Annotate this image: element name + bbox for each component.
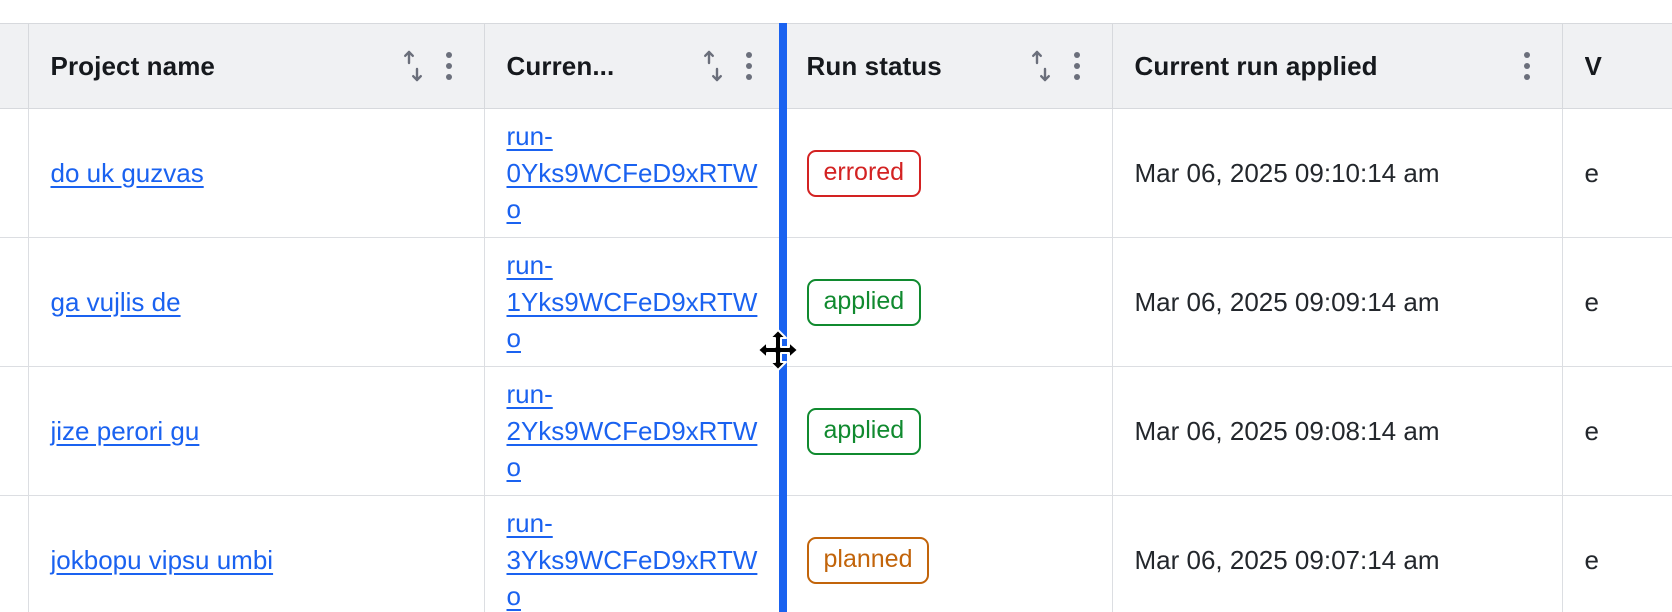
kebab-dot [1523,74,1530,80]
cell-clipped: e [1562,366,1672,496]
project-name-link[interactable]: jokbopu vipsu umbi [50,544,274,575]
kebab-dot [1073,63,1080,69]
kebab-dot [445,52,452,58]
column-header-label-run-status: Run status [806,50,942,81]
current-run-applied-text: Mar 06, 2025 09:08:14 am [1134,415,1440,446]
kebab-dot [445,74,452,80]
column-header-project-name[interactable]: Project name [28,23,485,109]
kebab-dot [1073,52,1080,58]
projects-table: Project name [0,23,1672,612]
cell-run-status: errored [784,108,1113,238]
clipped-cell-text: e [1584,286,1599,317]
status-badge: applied [806,278,922,326]
column-header-label-current-run-applied: Current run applied [1134,50,1378,81]
cell-project-name: jize perori gu [28,366,485,496]
cell-run-status: planned [784,495,1113,612]
kebab-menu-icon[interactable] [436,49,462,83]
status-badge: applied [806,407,922,455]
row-gutter-cell [0,366,29,496]
cell-current-run: run-2Yks9WCFeD9xRTWo [484,366,785,496]
sort-icon[interactable] [1028,49,1054,83]
current-run-link[interactable]: run-1Yks9WCFeD9xRTWo [506,249,758,354]
table-row: ga vujlis de run-1Yks9WCFeD9xRTWo applie… [0,237,1672,367]
kebab-dot [745,52,752,58]
table-body: do uk guzvas run-0Yks9WCFeD9xRTWo errore… [0,108,1672,612]
column-header-run-status[interactable]: Run status [784,23,1113,109]
current-run-applied-text: Mar 06, 2025 09:10:14 am [1134,157,1440,188]
current-run-link[interactable]: run-3Yks9WCFeD9xRTWo [506,507,758,612]
sort-icon[interactable] [400,49,426,83]
status-badge: planned [806,536,930,584]
cell-current-run: run-0Yks9WCFeD9xRTWo [484,108,785,238]
cell-run-status: applied [784,237,1113,367]
current-run-applied-text: Mar 06, 2025 09:07:14 am [1134,544,1440,575]
column-header-label-clipped: V [1584,50,1602,81]
cell-current-run-applied: Mar 06, 2025 09:10:14 am [1112,108,1563,238]
cell-clipped: e [1562,108,1672,238]
cell-current-run-applied: Mar 06, 2025 09:09:14 am [1112,237,1563,367]
current-run-applied-text: Mar 06, 2025 09:09:14 am [1134,286,1440,317]
sort-icon[interactable] [700,49,726,83]
kebab-dot [445,63,452,69]
column-resize-indicator[interactable] [779,23,787,612]
kebab-menu-icon[interactable] [736,49,762,83]
column-header-current-run-applied[interactable]: Current run applied [1112,23,1563,109]
cell-run-status: applied [784,366,1113,496]
clipped-cell-text: e [1584,544,1599,575]
current-run-link[interactable]: run-2Yks9WCFeD9xRTWo [506,378,758,483]
cell-project-name: jokbopu vipsu umbi [28,495,485,612]
current-run-link[interactable]: run-0Yks9WCFeD9xRTWo [506,120,758,225]
row-gutter-cell [0,108,29,238]
project-name-link[interactable]: jize perori gu [50,415,200,446]
cell-clipped: e [1562,495,1672,612]
table-row: jize perori gu run-2Yks9WCFeD9xRTWo appl… [0,366,1672,496]
kebab-dot [1073,74,1080,80]
table-row: jokbopu vipsu umbi run-3Yks9WCFeD9xRTWo … [0,495,1672,612]
cell-clipped: e [1562,237,1672,367]
kebab-dot [1523,52,1530,58]
column-header-clipped[interactable]: V [1562,23,1672,109]
clipped-cell-text: e [1584,415,1599,446]
table-header: Project name [0,23,1672,109]
table-row: do uk guzvas run-0Yks9WCFeD9xRTWo errore… [0,108,1672,238]
column-header-current-run[interactable]: Curren... [484,23,785,109]
column-header-gutter [0,23,29,109]
row-gutter-cell [0,495,29,612]
column-header-label-current-run: Curren... [506,50,615,81]
project-name-link[interactable]: ga vujlis de [50,286,181,317]
clipped-cell-text: e [1584,157,1599,188]
cell-current-run: run-3Yks9WCFeD9xRTWo [484,495,785,612]
kebab-menu-icon[interactable] [1514,49,1540,83]
status-badge: errored [806,149,922,197]
kebab-dot [745,74,752,80]
kebab-menu-icon[interactable] [1064,49,1090,83]
cell-project-name: ga vujlis de [28,237,485,367]
cell-current-run: run-1Yks9WCFeD9xRTWo [484,237,785,367]
table-header-row: Project name [0,23,1672,109]
cell-current-run-applied: Mar 06, 2025 09:07:14 am [1112,495,1563,612]
column-header-label-project-name: Project name [50,50,215,81]
row-gutter-cell [0,237,29,367]
project-name-link[interactable]: do uk guzvas [50,157,204,188]
cell-project-name: do uk guzvas [28,108,485,238]
cell-current-run-applied: Mar 06, 2025 09:08:14 am [1112,366,1563,496]
kebab-dot [1523,63,1530,69]
kebab-dot [745,63,752,69]
